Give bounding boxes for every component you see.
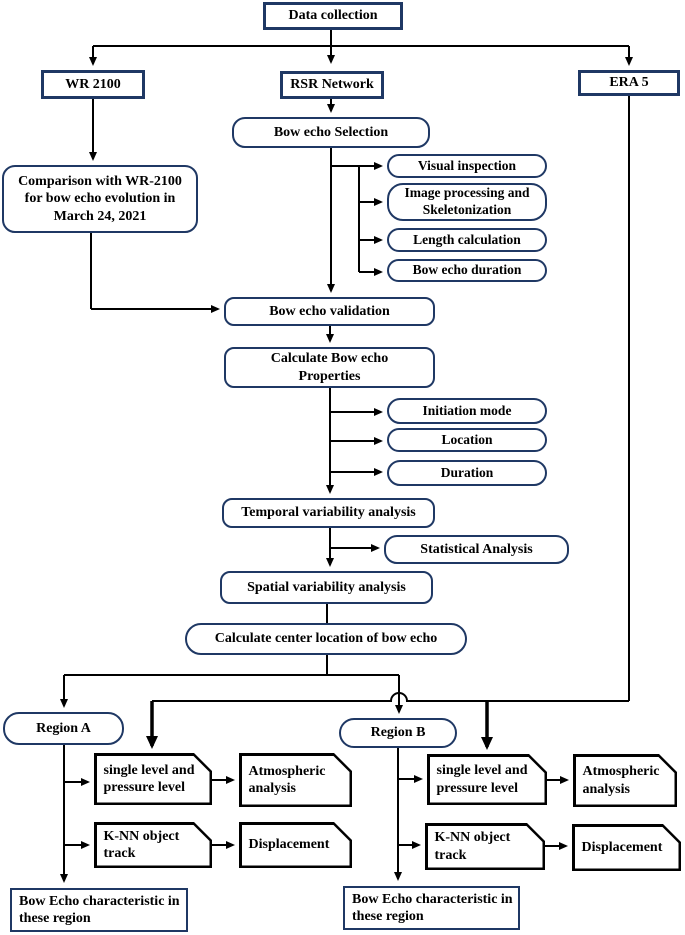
- node-region-b: Region B: [339, 718, 457, 748]
- node-single-level-b: single level and pressure level: [427, 754, 547, 805]
- node-knn-track-b: K-NN object track: [425, 823, 545, 870]
- node-length-calculation: Length calculation: [387, 228, 547, 252]
- node-data-collection: Data collection: [263, 2, 403, 30]
- single-level-b-label: single level and pressure level: [430, 757, 545, 803]
- atmospheric-b-label: Atmospheric analysis: [576, 757, 675, 805]
- node-spatial-analysis: Spatial variability analysis: [220, 571, 433, 604]
- displacement-b-label: Displacement: [575, 827, 679, 869]
- node-bow-echo-selection: Bow echo Selection: [232, 117, 430, 148]
- displacement-a-label: Displacement: [242, 825, 350, 866]
- node-center-location: Calculate center location of bow echo: [185, 623, 467, 655]
- node-bow-echo-characteristic-b: Bow Echo characteristic in these region: [343, 886, 520, 930]
- node-temporal-analysis: Temporal variability analysis: [222, 498, 435, 528]
- node-knn-track-a: K-NN object track: [94, 822, 212, 868]
- node-rsr-network: RSR Network: [280, 71, 384, 99]
- node-displacement-a: Displacement: [239, 822, 352, 868]
- node-comparison-wr2100: Comparison with WR-2100 for bow echo evo…: [2, 165, 198, 233]
- knn-track-a-label: K-NN object track: [97, 825, 210, 866]
- node-era-5: ERA 5: [578, 70, 680, 96]
- node-atmospheric-b: Atmospheric analysis: [573, 754, 677, 807]
- node-calculate-properties: Calculate Bow echo Properties: [224, 347, 435, 388]
- node-atmospheric-a: Atmospheric analysis: [239, 753, 352, 807]
- node-region-a: Region A: [3, 712, 124, 745]
- node-image-processing: Image processing and Skeletonization: [387, 183, 547, 221]
- node-bow-echo-validation: Bow echo validation: [224, 297, 435, 326]
- single-level-a-label: single level and pressure level: [97, 756, 210, 803]
- node-visual-inspection: Visual inspection: [387, 154, 547, 178]
- node-bow-echo-characteristic-a: Bow Echo characteristic in these region: [10, 888, 188, 932]
- node-statistical-analysis: Statistical Analysis: [384, 535, 569, 564]
- knn-track-b-label: K-NN object track: [428, 826, 543, 868]
- node-bow-echo-duration: Bow echo duration: [387, 259, 547, 282]
- node-displacement-b: Displacement: [572, 824, 681, 871]
- atmospheric-a-label: Atmospheric analysis: [242, 756, 350, 805]
- node-location: Location: [387, 428, 547, 452]
- node-wr-2100: WR 2100: [41, 70, 145, 99]
- node-single-level-a: single level and pressure level: [94, 753, 212, 805]
- node-duration: Duration: [387, 460, 547, 486]
- node-initiation-mode: Initiation mode: [387, 398, 547, 424]
